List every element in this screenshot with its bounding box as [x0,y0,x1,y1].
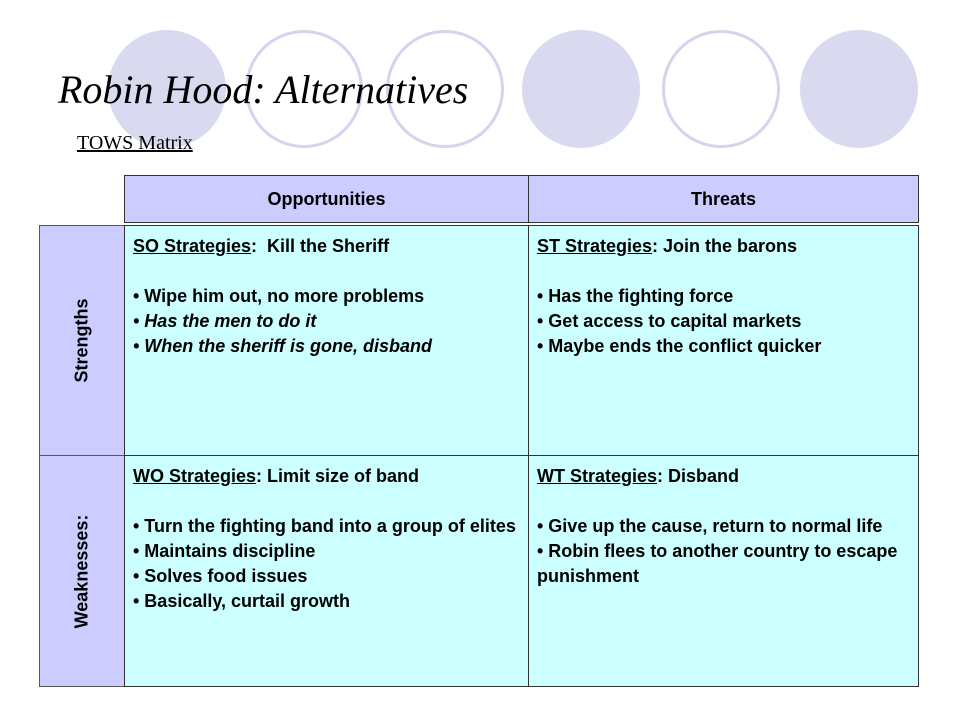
page-title: Robin Hood: Alternatives [58,67,469,112]
column-header-threats: Threats [528,175,919,223]
cell-heading: WT Strategies: Disband [537,466,740,486]
cell-heading: ST Strategies: Join the barons [537,236,798,256]
matrix-cell-wo: WO Strategies: Limit size of band • Turn… [124,455,529,687]
list-item: • Maintains discipline [133,541,316,561]
cell-label: ST Strategies [537,236,653,256]
cell-heading-text: Join the barons [663,236,798,256]
cell-heading-text: Kill the Sheriff [267,236,390,256]
row-header-label: Strengths [71,298,92,383]
matrix-cell-wt: WT Strategies: Disband • Give up the cau… [528,455,919,687]
column-header-label: Opportunities [267,188,386,209]
decorative-circle [522,30,640,148]
list-item: • Maybe ends the conflict quicker [537,336,822,356]
cell-heading-text: Disband [668,466,740,486]
decorative-circle [800,30,918,148]
row-header-strengths: Strengths [39,225,125,456]
cell-label: WT Strategies [537,466,658,486]
page-subtitle: TOWS Matrix [77,132,193,154]
list-item: • Has the men to do it [133,311,317,331]
matrix-cell-so: SO Strategies: Kill the Sheriff • Wipe h… [124,225,529,456]
matrix-cell-st: ST Strategies: Join the barons • Has the… [528,225,919,456]
list-item: • Turn the fighting band into a group of… [133,516,516,536]
list-item: • Has the fighting force [537,286,734,306]
cell-label: WO Strategies [133,466,257,486]
decorative-circle [245,30,363,148]
list-item: • Basically, curtail growth [133,591,351,611]
decorative-circle [662,30,780,148]
list-item: • Robin flees to another country to esca… [537,541,898,586]
list-item: • Wipe him out, no more problems [133,286,425,306]
cell-heading: WO Strategies: Limit size of band [133,466,420,486]
column-header-label: Threats [690,188,757,209]
row-header-weaknesses: Weaknesses: [39,455,125,687]
cell-heading: SO Strategies: Kill the Sheriff [133,236,390,256]
list-item: • Solves food issues [133,566,308,586]
decorative-circle [108,30,226,148]
list-item: • Get access to capital markets [537,311,802,331]
decorative-circle [386,30,504,148]
list-item: • When the sheriff is gone, disband [133,336,432,356]
list-item: • Give up the cause, return to normal li… [537,516,883,536]
row-header-label: Weaknesses: [71,514,92,628]
cell-label: SO Strategies [133,236,252,256]
column-header-opportunities: Opportunities [124,175,529,223]
cell-heading-text: Limit size of band [267,466,420,486]
